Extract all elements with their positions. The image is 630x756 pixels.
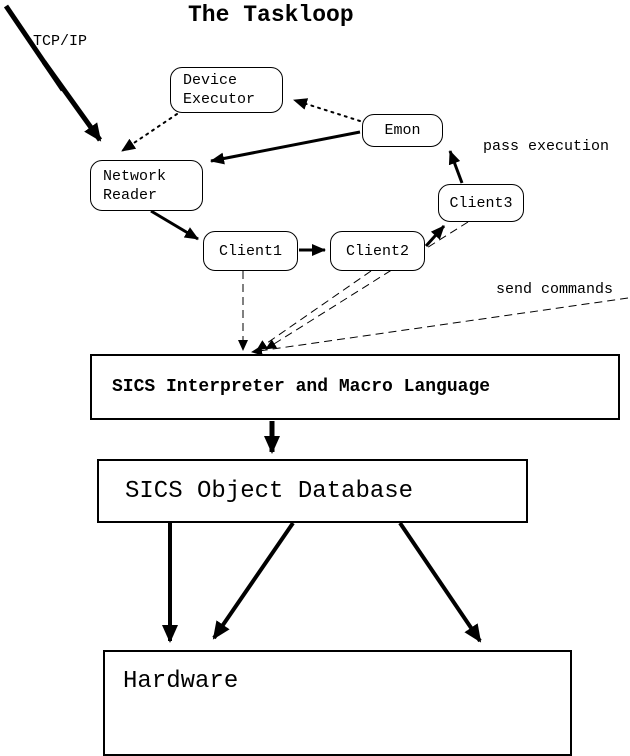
node-device-executor: Device Executor <box>170 67 283 113</box>
node-network-reader-label-line2: Reader <box>103 186 158 204</box>
arrow-emon-to-network-reader <box>210 130 361 165</box>
arrow-send-commands-to-interpreter <box>251 297 629 356</box>
page-title: The Taskloop <box>188 2 354 28</box>
box-sics-interpreter-label: SICS Interpreter and Macro Language <box>112 377 491 397</box>
box-hardware-label: Hardware <box>123 668 239 695</box>
node-client2: Client2 <box>330 231 425 271</box>
node-emon-label: Emon <box>384 122 421 139</box>
box-sics-interpreter: SICS Interpreter and Macro Language <box>90 354 620 420</box>
node-client1: Client1 <box>203 231 298 271</box>
arrow-emon-to-device-executor <box>293 98 361 122</box>
box-sics-object-database: SICS Object Database <box>97 459 528 523</box>
node-client1-label: Client1 <box>218 242 282 260</box>
node-network-reader-label-line1: Network <box>103 167 167 185</box>
node-client3: Client3 <box>438 184 524 222</box>
label-tcp-ip: TCP/IP <box>33 33 88 50</box>
node-network-reader: Network Reader <box>90 160 203 211</box>
tcp-ip-bolt-arrow <box>41 60 103 142</box>
arrow-client2-to-interpreter <box>256 270 372 351</box>
label-pass-execution: pass execution <box>483 138 610 155</box>
node-device-executor-label-line2: Executor <box>183 91 256 108</box>
node-emon: Emon <box>362 114 443 147</box>
node-client3-label: Client3 <box>449 194 513 212</box>
arrow-client3-to-emon-pass-execution <box>448 150 464 184</box>
label-send-commands: send commands <box>496 281 614 298</box>
arrow-database-to-hardware-mid <box>212 521 295 640</box>
arrow-client2-to-client3 <box>424 224 446 248</box>
arrow-network-reader-to-client1 <box>150 209 199 241</box>
node-device-executor-label-line1: Device <box>183 72 238 89</box>
box-hardware: Hardware <box>103 650 572 756</box>
arrow-device-executor-to-network-reader <box>121 113 178 152</box>
arrow-client3-to-interpreter <box>265 221 469 350</box>
box-sics-object-database-label: SICS Object Database <box>125 477 414 505</box>
node-client2-label: Client2 <box>345 242 409 260</box>
arrow-database-to-hardware-right <box>398 521 482 643</box>
